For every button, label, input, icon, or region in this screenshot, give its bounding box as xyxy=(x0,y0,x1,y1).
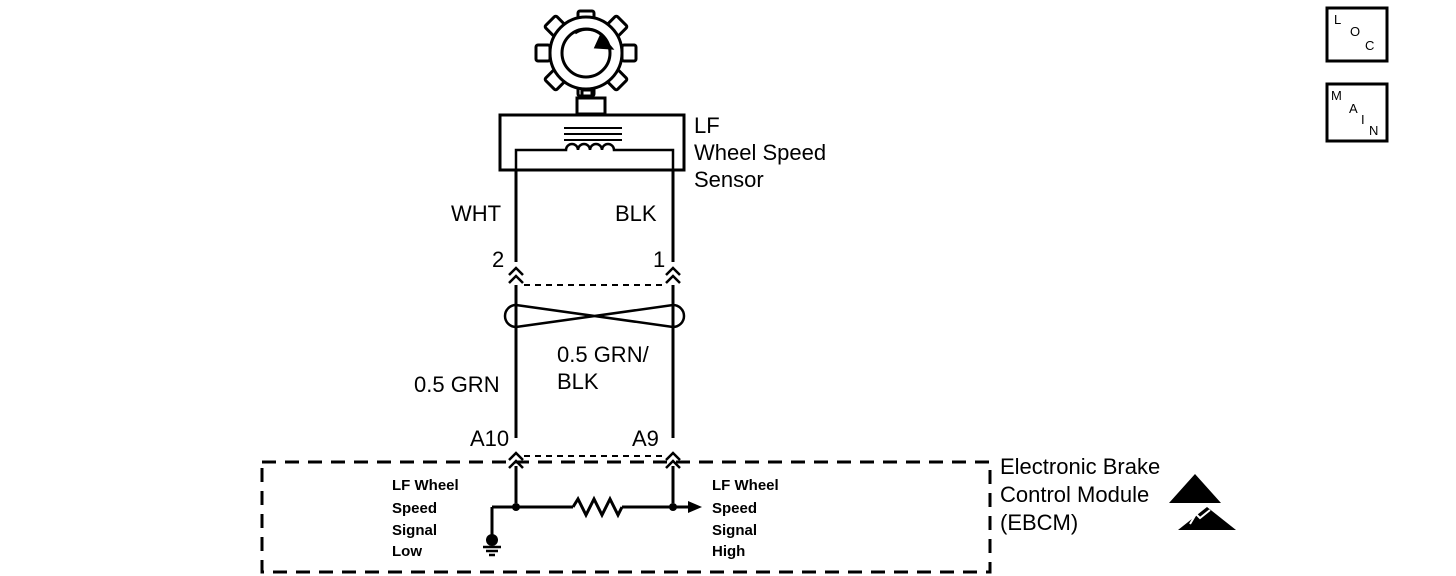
wire-color-right: BLK xyxy=(615,201,657,226)
svg-text:L: L xyxy=(1334,12,1341,27)
location-view-button[interactable]: L O C xyxy=(1325,6,1389,63)
svg-text:Speed: Speed xyxy=(392,500,437,517)
esd-warning-icon xyxy=(1169,474,1236,530)
svg-text:A: A xyxy=(1349,101,1358,116)
harness-wire-left-label: 0.5 GRN xyxy=(414,372,500,397)
svg-text:LF Wheel: LF Wheel xyxy=(712,477,779,494)
sensor-stem xyxy=(575,88,607,116)
svg-text:N: N xyxy=(1369,123,1378,138)
main-menu-button[interactable]: M A I N xyxy=(1325,82,1389,143)
sensor-connector: 2 1 xyxy=(492,247,681,286)
signal-high-label: LF Wheel Speed Signal High xyxy=(712,477,779,560)
module-pin-left: A10 xyxy=(470,426,509,451)
svg-text:O: O xyxy=(1350,24,1360,39)
reluctor-wheel-icon xyxy=(534,9,638,98)
module-connector: A10 A9 xyxy=(470,426,681,469)
svg-text:Signal: Signal xyxy=(712,522,757,539)
internal-circuit xyxy=(490,495,690,540)
wire-color-left: WHT xyxy=(451,201,501,226)
svg-text:High: High xyxy=(712,543,745,560)
module-label-line2: Control Module xyxy=(1000,482,1149,507)
svg-text:LF Wheel: LF Wheel xyxy=(392,477,459,494)
sensor-pin-left: 2 xyxy=(492,247,504,272)
sensor-label-line3: Sensor xyxy=(694,167,764,192)
svg-text:Signal: Signal xyxy=(392,522,437,539)
module-label-line3: (EBCM) xyxy=(1000,510,1078,535)
ground-icon xyxy=(483,534,501,557)
signal-low-label: LF Wheel Speed Signal Low xyxy=(392,477,459,560)
sensor-label-line1: LF xyxy=(694,113,720,138)
wheel-speed-sensor-body xyxy=(498,113,686,172)
twisted-pair-symbol xyxy=(503,303,686,329)
module-label: Electronic Brake Control Module (EBCM) xyxy=(1000,454,1160,535)
harness-wire-right-label-line2: BLK xyxy=(557,369,599,394)
junction-dot xyxy=(669,503,677,511)
sensor-label: LF Wheel Speed Sensor xyxy=(694,113,826,192)
svg-text:M: M xyxy=(1331,88,1342,103)
signal-arrow-icon xyxy=(688,501,702,513)
svg-text:I: I xyxy=(1361,112,1365,127)
svg-text:C: C xyxy=(1365,38,1374,53)
module-pin-right: A9 xyxy=(632,426,659,451)
sensor-pin-right: 1 xyxy=(653,247,665,272)
sensor-label-line2: Wheel Speed xyxy=(694,140,826,165)
junction-dot xyxy=(512,503,520,511)
ebcm-boundary xyxy=(260,460,992,574)
harness-wire-right-label-line1: 0.5 GRN/ xyxy=(557,342,650,367)
module-label-line1: Electronic Brake xyxy=(1000,454,1160,479)
svg-text:Low: Low xyxy=(392,543,422,560)
svg-text:Speed: Speed xyxy=(712,500,757,517)
